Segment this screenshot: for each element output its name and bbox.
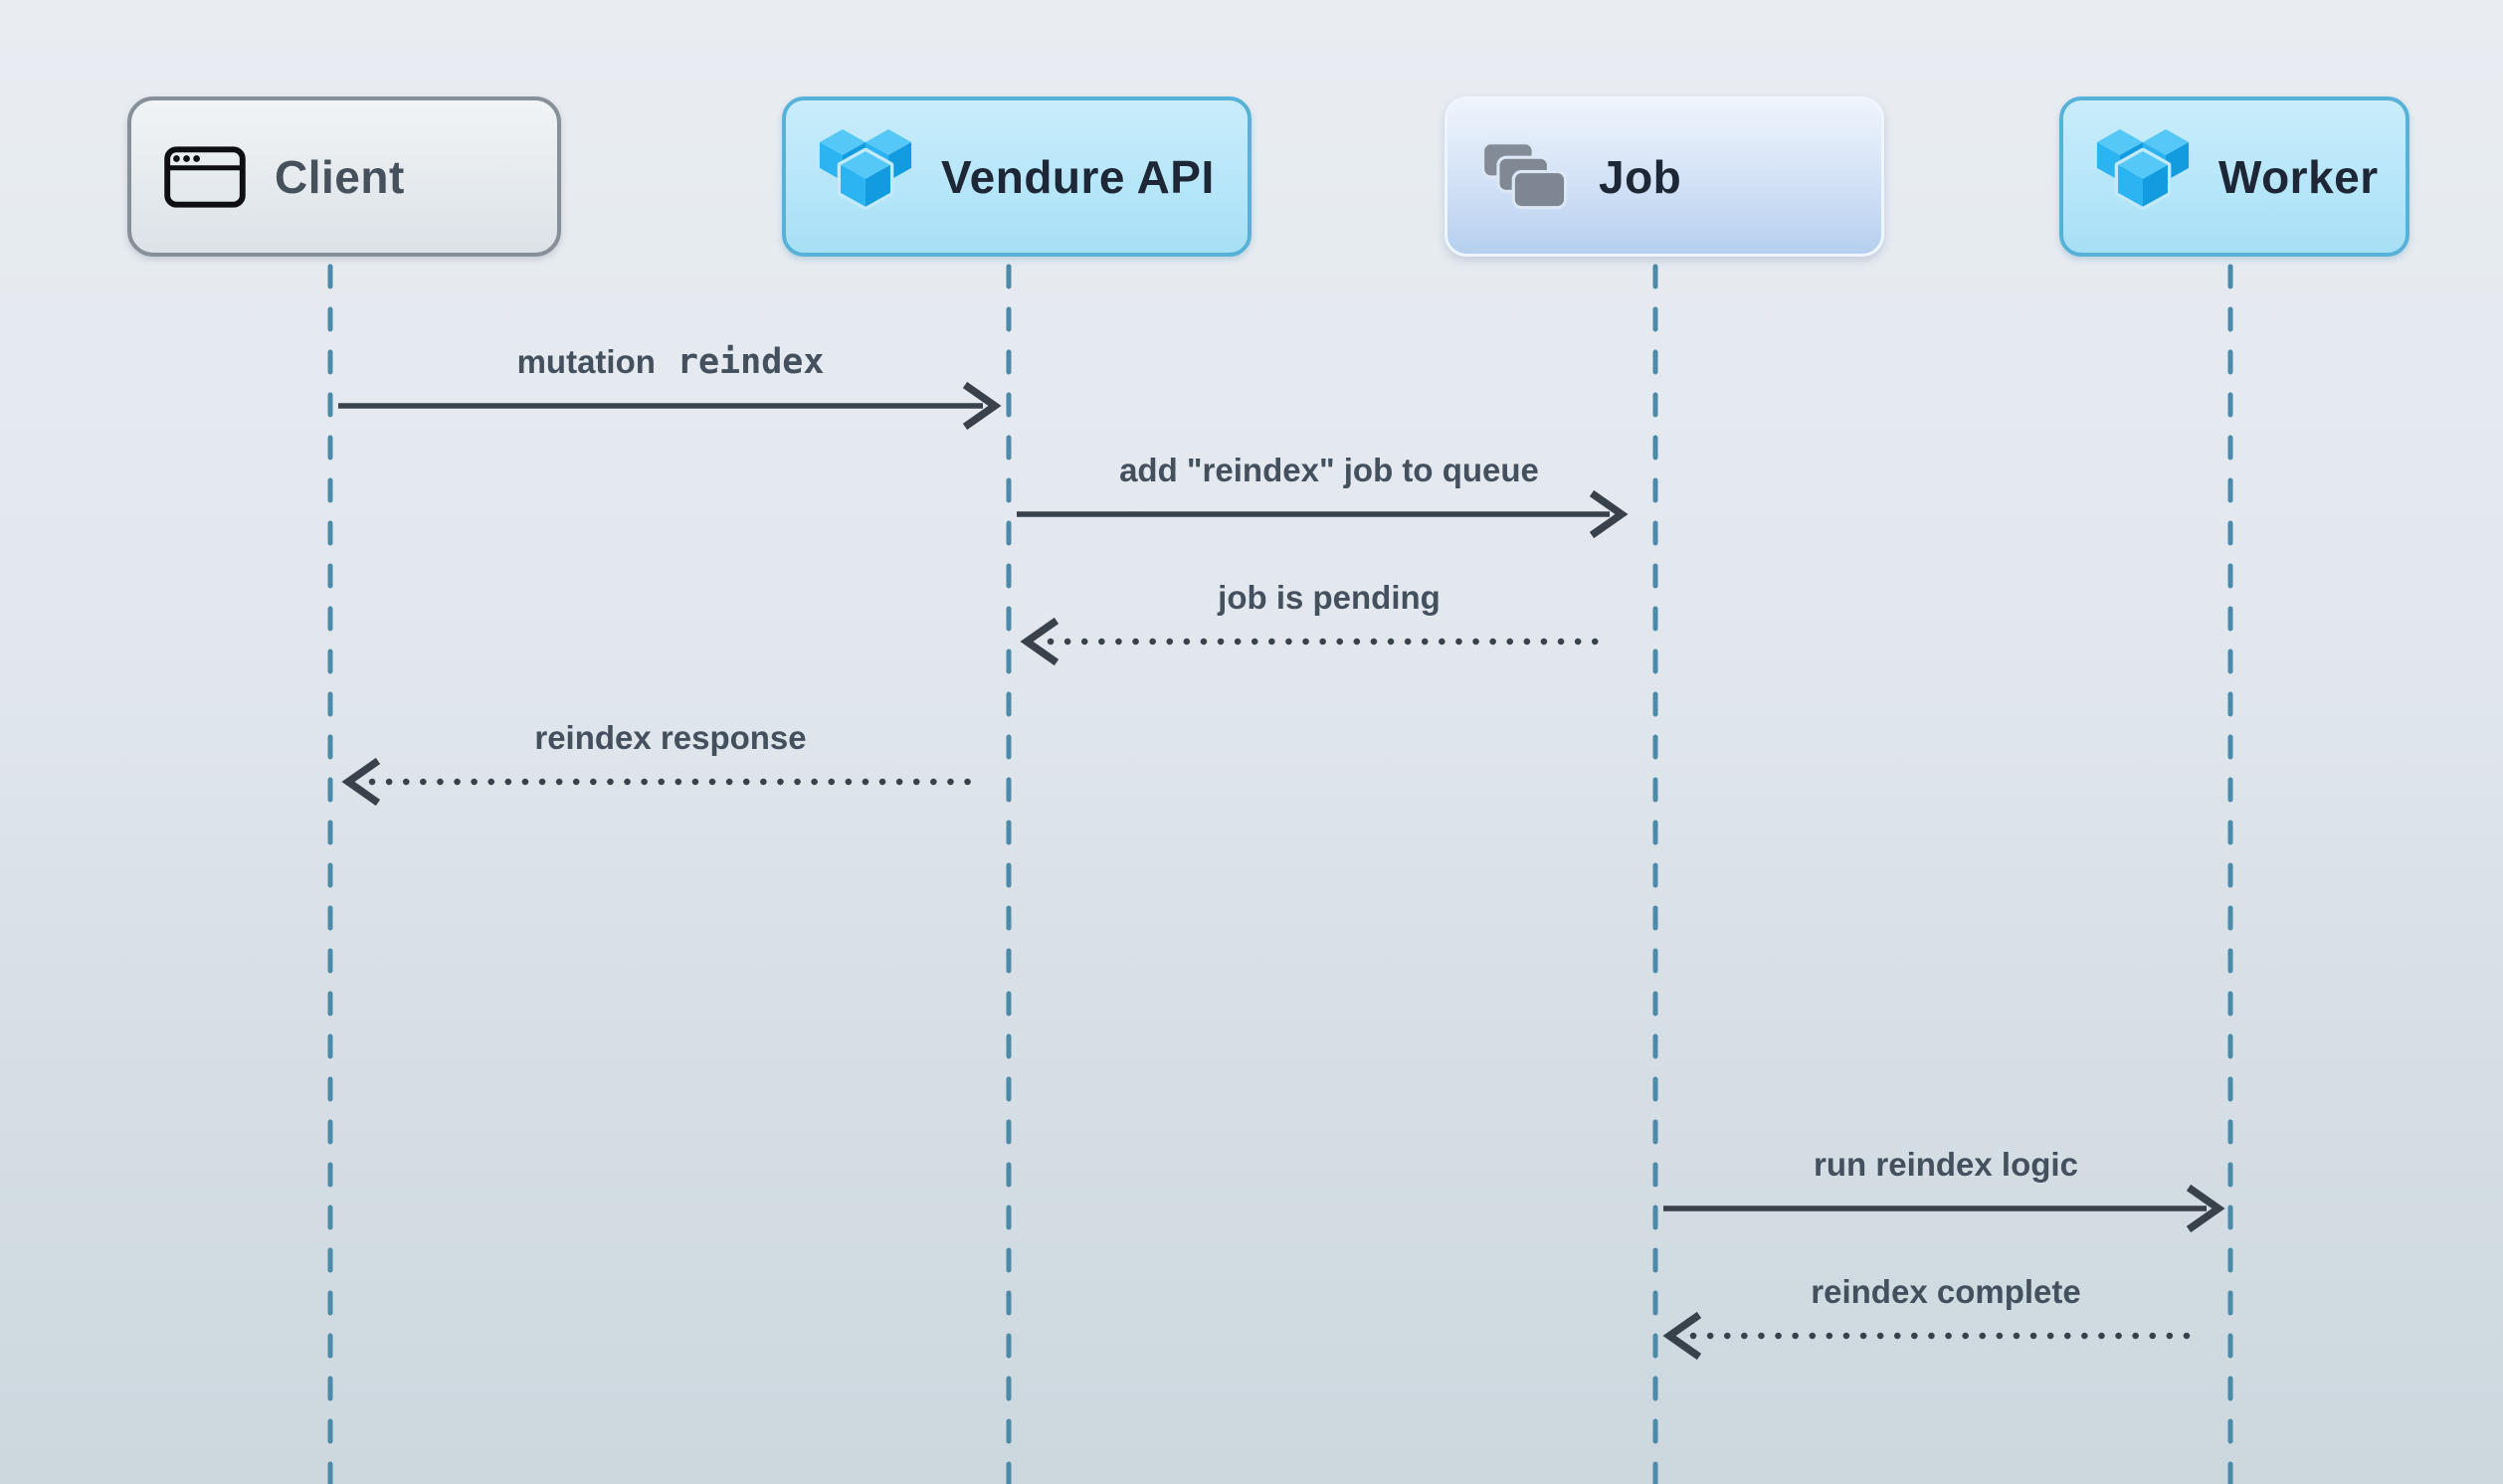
vendure-logo-icon bbox=[819, 128, 912, 210]
message-label-mutation-reindex: mutation reindex bbox=[517, 340, 825, 384]
message-text: run reindex logic bbox=[1814, 1146, 2078, 1183]
message-label-job-is-pending: job is pending bbox=[1218, 576, 1441, 620]
browser-window-icon bbox=[164, 145, 246, 208]
arrow-job-is-pending bbox=[1020, 617, 1616, 666]
arrowhead-left-icon bbox=[1020, 617, 1059, 666]
message-text: add "reindex" job to queue bbox=[1119, 452, 1539, 488]
message-label-run-reindex-logic: run reindex logic bbox=[1814, 1143, 2078, 1187]
message-text: job is pending bbox=[1218, 579, 1441, 616]
participant-label: Vendure API bbox=[941, 150, 1215, 203]
arrowhead-right-icon bbox=[962, 381, 1002, 431]
arrow-add-job-to-queue bbox=[1017, 489, 1629, 539]
vendure-logo-icon bbox=[2096, 128, 2190, 210]
participant-label: Job bbox=[1599, 150, 1682, 203]
arrow-run-reindex-logic bbox=[1663, 1184, 2225, 1233]
arrowhead-right-icon bbox=[2186, 1184, 2225, 1233]
arrow-reindex-complete bbox=[1662, 1311, 2193, 1361]
message-label-reindex-complete: reindex complete bbox=[1811, 1270, 2080, 1314]
message-text: reindex complete bbox=[1811, 1273, 2081, 1310]
message-code-text: reindex bbox=[676, 342, 825, 382]
arrowhead-left-icon bbox=[1662, 1311, 1702, 1361]
arrow-reindex-response bbox=[341, 757, 987, 807]
participant-label: Client bbox=[275, 150, 405, 203]
arrowhead-right-icon bbox=[1589, 489, 1629, 539]
message-label-add-job-to-queue: add "reindex" job to queue bbox=[1119, 449, 1539, 492]
arrowhead-left-icon bbox=[341, 757, 381, 807]
participant-worker: Worker bbox=[2059, 96, 2409, 257]
participant-vendure-api: Vendure API bbox=[782, 96, 1252, 257]
participant-label: Worker bbox=[2218, 150, 2379, 203]
message-text: mutation bbox=[516, 343, 656, 380]
arrow-mutation-reindex bbox=[338, 381, 1002, 431]
message-label-reindex-response: reindex response bbox=[534, 716, 806, 760]
participant-job: Job bbox=[1444, 96, 1884, 257]
stacked-cards-icon bbox=[1481, 140, 1568, 209]
message-text: reindex response bbox=[534, 719, 807, 756]
participant-client: Client bbox=[127, 96, 561, 257]
